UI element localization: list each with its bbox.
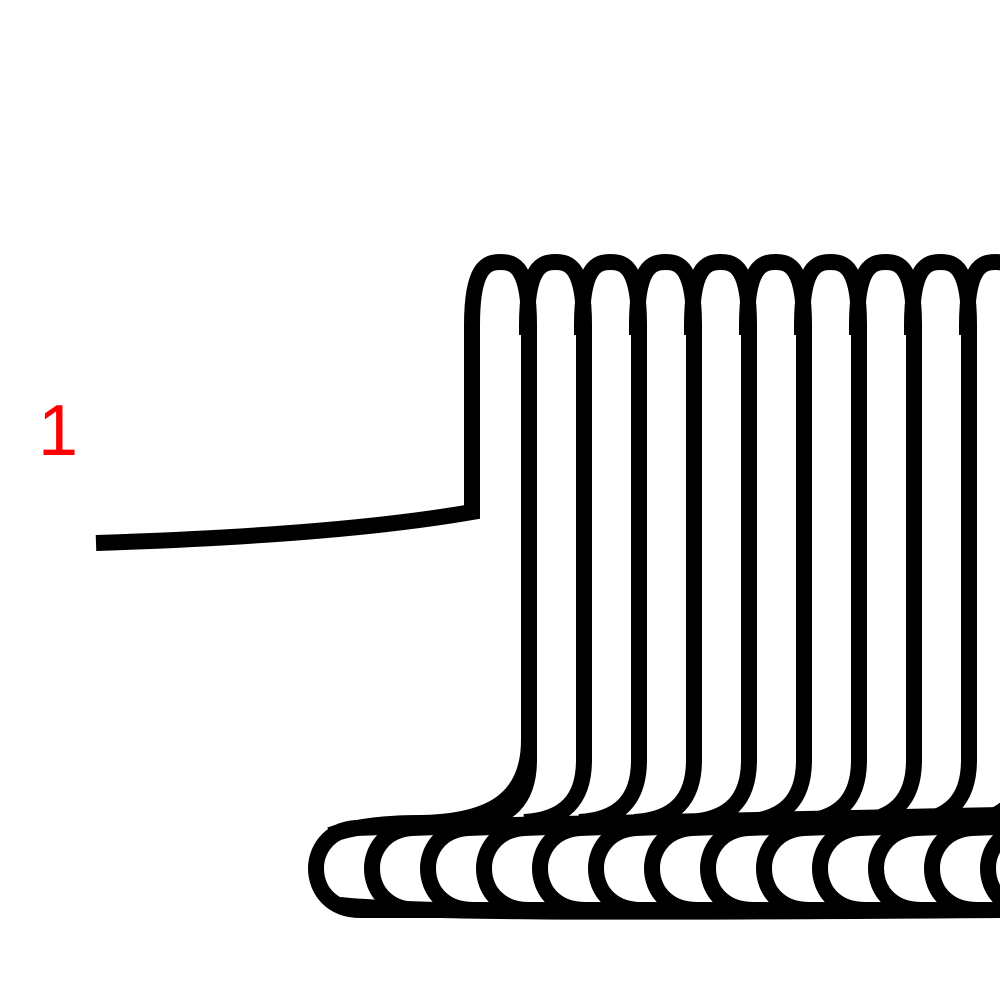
base-loop bbox=[979, 829, 1000, 909]
coil-base bbox=[307, 807, 1000, 920]
lead-wire bbox=[95, 325, 480, 551]
base-strand bbox=[339, 897, 1000, 920]
coil-turn bbox=[574, 253, 647, 830]
terminal-label: 1 bbox=[38, 391, 78, 471]
coil-turn bbox=[519, 253, 592, 830]
coil-turn bbox=[464, 253, 537, 830]
coil-turn bbox=[794, 253, 867, 830]
coil-turn bbox=[904, 253, 977, 830]
coil-turn bbox=[959, 253, 1000, 830]
coil-turn bbox=[684, 253, 757, 830]
coil-turn bbox=[629, 253, 702, 830]
coil-turn bbox=[849, 253, 922, 830]
base-strand-top bbox=[469, 807, 1000, 834]
coil-turn bbox=[739, 253, 812, 830]
